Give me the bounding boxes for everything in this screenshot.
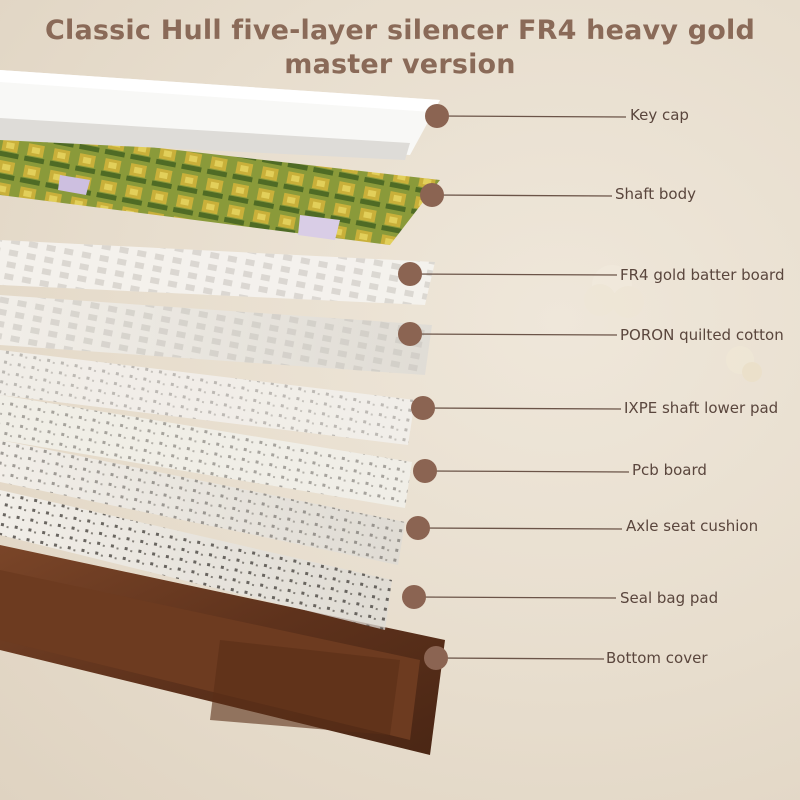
layer-label: FR4 gold batter board: [620, 266, 785, 284]
layer-marker-dot: [398, 322, 422, 346]
leader-line: [409, 333, 618, 336]
switch-layer: [0, 130, 440, 245]
leader-line: [417, 527, 623, 530]
bottom-cover-wood-case: [0, 545, 445, 755]
keycap-layer: [0, 70, 440, 160]
layer-label: PORON quilted cotton: [620, 326, 784, 344]
layer-marker-dot: [398, 262, 422, 286]
layer-marker-dot: [411, 396, 435, 420]
ixpe-shaft-lower-pad-layer: [0, 350, 415, 445]
leader-line: [409, 273, 618, 276]
layer-label: Shaft body: [615, 185, 696, 203]
title-line-2: master version: [284, 49, 516, 80]
layer-marker-dot: [402, 585, 426, 609]
layer-marker-dot: [406, 516, 430, 540]
layer-label: Axle seat cushion: [626, 517, 759, 535]
leader-line: [422, 407, 622, 410]
leader-line: [436, 115, 627, 118]
axle-seat-cushion-layer: [0, 440, 405, 565]
title-line-1: Classic Hull five-layer silencer FR4 hea…: [45, 15, 755, 46]
layer-label: Key cap: [630, 106, 689, 124]
layer-label: Seal bag pad: [620, 589, 719, 607]
poron-quilted-cotton-layer: [0, 295, 432, 375]
seal-bag-pad-layer: [0, 490, 392, 630]
leader-line: [413, 596, 617, 599]
leader-line: [431, 194, 613, 197]
fr4-plate-layer: [0, 240, 435, 305]
leader-line: [424, 470, 630, 473]
leader-line: [435, 657, 605, 660]
layer-marker-dot: [425, 104, 449, 128]
page-title: Classic Hull five-layer silencer FR4 hea…: [0, 14, 800, 82]
layer-label: Bottom cover: [606, 649, 708, 667]
pcb-board-layer: [0, 395, 412, 508]
layer-marker-dot: [413, 459, 437, 483]
background-flower-decoration: [584, 265, 762, 382]
layer-label: IXPE shaft lower pad: [624, 399, 779, 417]
layer-label: Pcb board: [632, 461, 707, 479]
layer-marker-dot: [424, 646, 448, 670]
layer-marker-dot: [420, 183, 444, 207]
